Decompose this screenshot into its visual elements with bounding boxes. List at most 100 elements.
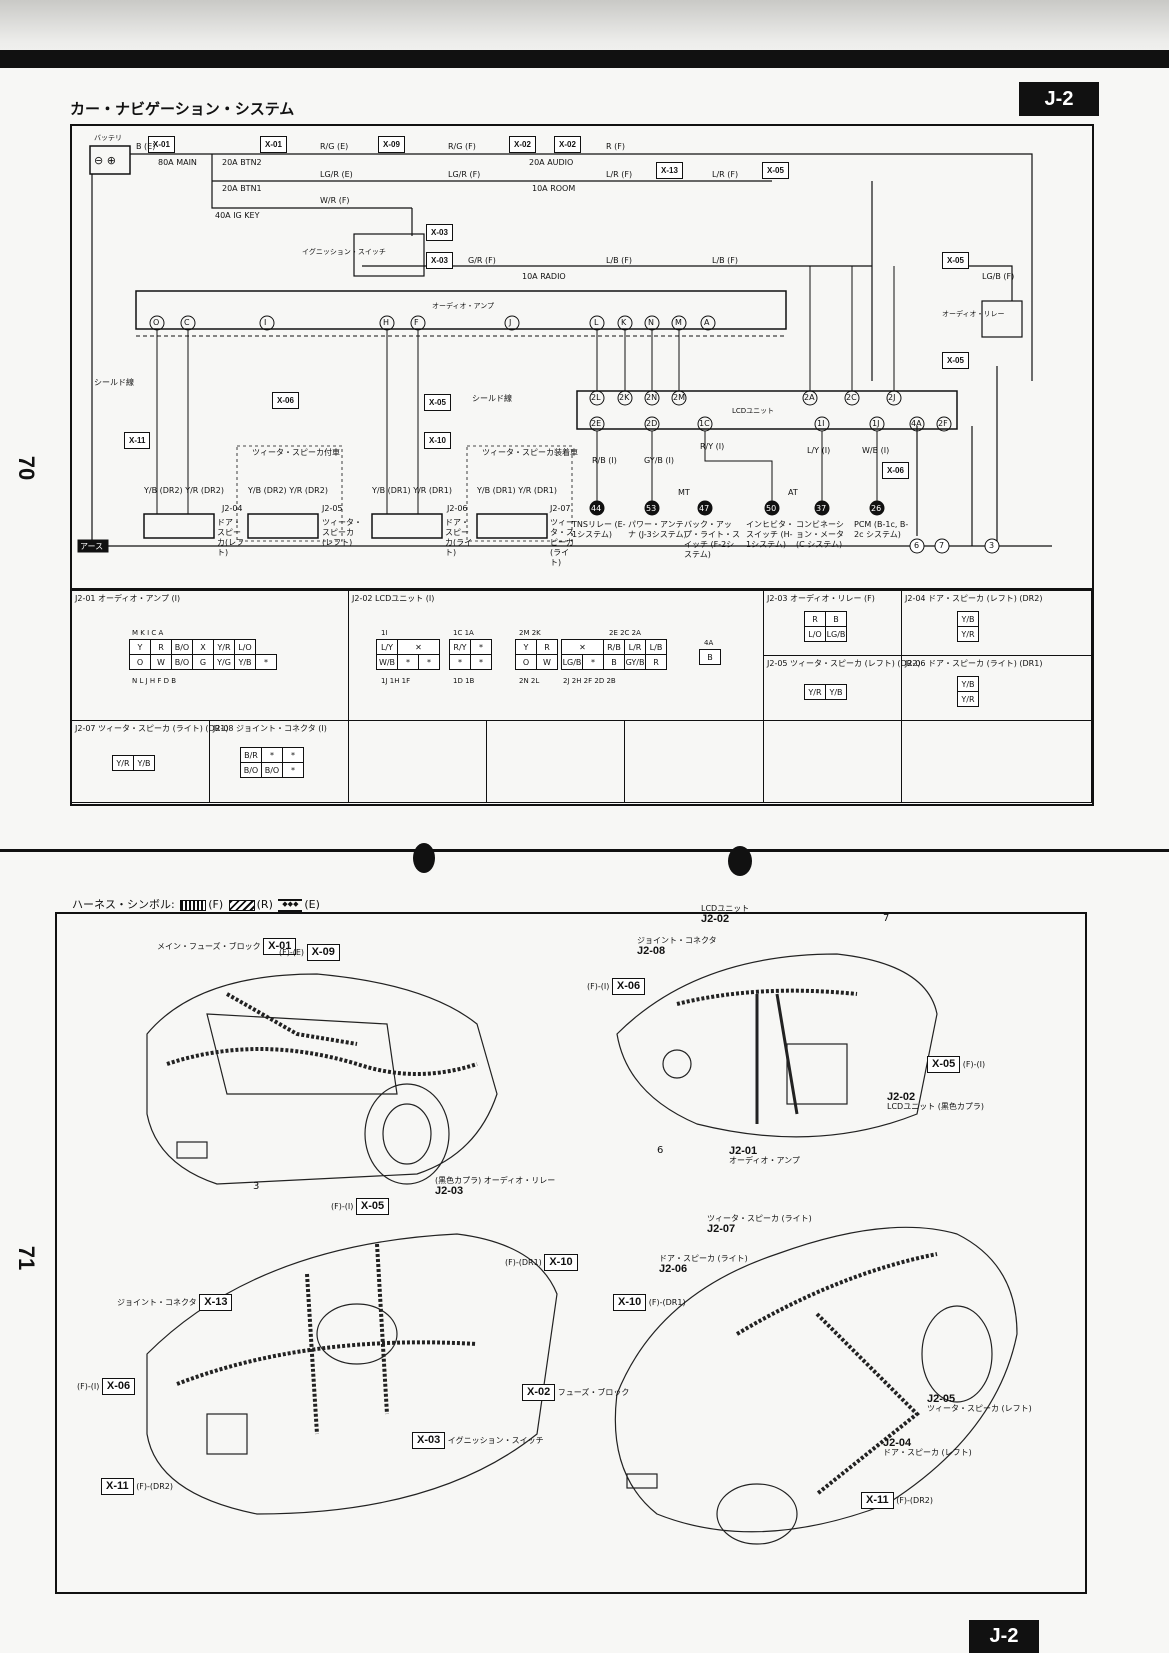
fuse-label: 10A RADIO [522, 272, 566, 281]
conn-tag: X-03 [426, 224, 453, 241]
endpoint-wire: L/Y (I) [807, 446, 831, 455]
vehicle-drawings [146, 953, 1018, 1545]
page-title: カー・ナビゲーション・システム [70, 100, 295, 118]
page-number-right: 71 [14, 1245, 40, 1271]
pin-grid: Y/B Y/R [957, 611, 979, 642]
wire-label: L/B (F) [606, 256, 633, 265]
amp-pin: K [621, 318, 627, 327]
mt-label: MT [678, 488, 690, 497]
endpoint-wire: W/B (I) [862, 446, 890, 455]
harness-e-swatch: ◆◆◆ [278, 898, 303, 912]
ground-symbol [77, 539, 109, 553]
conn-cell-empty [625, 721, 764, 803]
conn-tag: X-09 [378, 136, 405, 153]
endpoint-num: 37 [816, 504, 827, 513]
endpoint-num: 50 [766, 504, 777, 513]
lcd-pin: 2J [888, 393, 896, 402]
speaker-symbols [143, 513, 548, 539]
lcd-pin: 2E [591, 419, 602, 428]
speaker-id: J2-06 [447, 504, 468, 513]
callout-x10-car: X-10 (F)-(DR1) [613, 1294, 686, 1311]
harness-legend: ハーネス・シンボル: (F) (R) ◆◆◆(E) [72, 898, 320, 912]
ignition-label: イグニッション・スイッチ [302, 247, 386, 256]
fuse-label: 10A ROOM [532, 184, 576, 193]
endpoint-label: TNSリレー (E-1システム) [572, 520, 626, 539]
wire-label: R/G (F) [448, 142, 476, 151]
amp-pin: F [414, 318, 419, 327]
callout-x11: X-11 (F)-(DR2) [101, 1478, 173, 1495]
engine-bay-drawing [146, 973, 498, 1185]
callout-x05-dash: (F)-(I) X-05 [331, 1198, 390, 1215]
shield-note: シールド線 [472, 394, 512, 403]
callout-ref-6: 6 [657, 1145, 664, 1156]
lcd-pin: 2K [619, 393, 630, 402]
lcd-pin: 2A [804, 393, 815, 402]
speaker-label: ドア・スピーカ(ライト) [445, 518, 473, 557]
ground-label: アース [80, 542, 104, 551]
lcd-pin: 2M [673, 393, 685, 402]
wire-label: LG/B (F) [982, 272, 1015, 281]
conn-tag: X-10 [424, 432, 451, 449]
amp-pin: L [594, 318, 599, 327]
endpoint-wire: R/Y (I) [700, 442, 725, 451]
wire-label: L/R (F) [606, 170, 633, 179]
audio-amp-box [135, 290, 787, 330]
conn-cell-empty [764, 721, 902, 803]
car-drawing [614, 1226, 1018, 1545]
tweeter-note: ツィータ・スピーカ付車 [252, 448, 340, 457]
conn-cell-j2-06: J2-06 ドア・スピーカ (ライト) (DR1) Y/B Y/R [902, 656, 1092, 721]
lcd-pin: 2N [646, 393, 658, 402]
callout-ref-7: 7 [883, 913, 890, 924]
speaker-id: J2-04 [222, 504, 243, 513]
callout-x09: (F)-(E) X-09 [279, 944, 340, 961]
conn-cell-empty [902, 721, 1092, 803]
conn-tag: X-06 [882, 462, 909, 479]
conn-tag: X-02 [509, 136, 536, 153]
fuse-label: 40A IG KEY [215, 211, 260, 220]
tweeter-note: ツィータ・スピーカ装着車 [482, 448, 578, 457]
callout-x11-car: X-11 (F)-(DR2) [861, 1492, 933, 1509]
callout-x02: X-02 フューズ・ブロック [522, 1384, 629, 1401]
amp-pin: O [153, 318, 160, 327]
binding-hole [728, 846, 752, 876]
endpoint-num: 53 [646, 504, 657, 513]
speaker-label: ドア・スピーカ(レフト) [217, 518, 245, 557]
callout-x01: メイン・フューズ・ブロック X-01 [157, 938, 297, 955]
conn-tag: X-03 [426, 252, 453, 269]
lcd-pin: 2C [846, 393, 857, 402]
lcd-pin: 4A [911, 419, 922, 428]
speaker-wires: Y/B (DR2) Y/R (DR2) [248, 486, 328, 495]
amp-label: オーディオ・アンプ [432, 301, 494, 310]
conn-tag: X-01 [148, 136, 175, 153]
wire-label: B (E) [136, 142, 156, 151]
conn-tag: X-05 [942, 352, 969, 369]
schematic-lines: バッテリ ⊖ ⊕ イグニッション・スイッチ オーディオ・アンプ [77, 134, 1052, 554]
callout-x06-dash: (F)-(I) X-06 [77, 1378, 136, 1395]
conn-cell-empty [487, 721, 625, 803]
callout-x06: (F)-(I) X-06 [587, 978, 646, 995]
amp-pin: N [648, 318, 654, 327]
endpoint-wire: GY/B (I) [644, 456, 675, 465]
audio-relay-box [981, 300, 1023, 338]
conn-tag: X-02 [554, 136, 581, 153]
callout-x10: (F)-(DR1) X-10 [505, 1254, 578, 1271]
lcd-label: LCDユニット [732, 407, 774, 415]
offpage-ref: 6 [914, 541, 920, 550]
speaker-wires: Y/B (DR1) Y/R (DR1) [477, 486, 557, 495]
lcd-pin: 2L [591, 393, 601, 402]
speaker-wires: Y/B (DR2) Y/R (DR2) [144, 486, 224, 495]
dash-drawing [146, 1233, 558, 1515]
endpoint-wire: R/B (I) [592, 456, 617, 465]
endpoint-num: 47 [699, 504, 710, 513]
endpoint-label: バック・アップ・ライト・スイッチ (F-2システム) [684, 520, 740, 559]
wire-label: L/B (F) [712, 256, 739, 265]
